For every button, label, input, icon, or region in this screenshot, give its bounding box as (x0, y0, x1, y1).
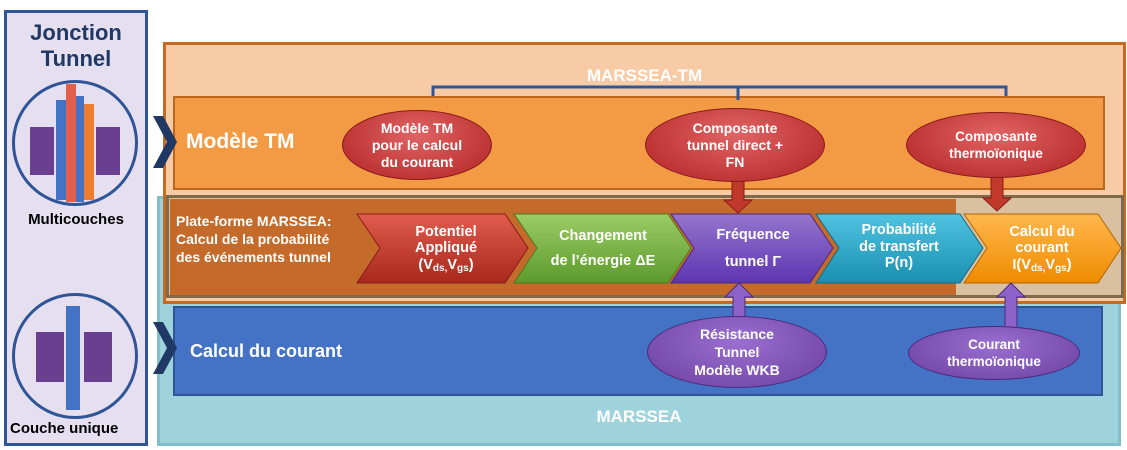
ellipse-courant-thermo: Courant thermoïonique (908, 326, 1080, 380)
formula-part: I(V (1012, 256, 1031, 273)
formula-sub: ds, (1030, 262, 1046, 274)
ellipse-line: Composante (955, 129, 1037, 144)
multilayer-caption: Multicouches (28, 211, 124, 228)
ellipse-line: Modèle TM (380, 119, 454, 136)
single-layer-barrier (66, 306, 80, 410)
ellipse-composante-thermo: Composante thermoïonique (906, 112, 1086, 178)
ellipse-line: Composante (692, 119, 778, 136)
formula-sub: gs (1055, 262, 1067, 274)
chevron-frequence-label: Fréquence tunnel Γ (690, 214, 816, 284)
chevron-line: courant (1015, 240, 1069, 257)
ellipse-line: FN (725, 153, 745, 170)
chevron-energie-label: Changement de l’énergie ΔE (530, 214, 676, 284)
single-electrode-left (36, 332, 64, 382)
chevron-potentiel-label: Potentiel Appliqué (Vds,Vgs) (378, 214, 514, 284)
marssea-tm-label: MARSSEA-TM (586, 66, 703, 85)
ellipse-line: pour le calcul (371, 136, 463, 153)
calcul-courant-label: Calcul du courant (190, 341, 343, 361)
top-connector-line (431, 85, 1008, 100)
ellipse-line: Tunnel (714, 344, 760, 360)
chevron-line: Probabilité (861, 221, 937, 238)
formula-part: (V (418, 256, 433, 273)
ellipse-line: Modèle WKB (694, 362, 780, 378)
ellipse-line: thermoïonique (947, 354, 1041, 369)
chevron-right-icon (153, 116, 177, 168)
arrow-up-icon (723, 282, 1027, 331)
formula-sub: gs (457, 262, 469, 274)
formula-part: V (1045, 256, 1056, 273)
left-title-line2: Tunnel (40, 46, 112, 71)
chevron-probabilite (815, 213, 984, 284)
multilayer-layer-orange (84, 104, 94, 200)
chevron-potentiel (356, 213, 529, 284)
single-layer-caption: Couche unique (10, 420, 119, 437)
formula-part: V (447, 256, 458, 273)
chevron-line: tunnel Γ (724, 254, 782, 270)
chevron-line: Potentiel (415, 223, 477, 240)
ellipse-line: Résistance (700, 326, 774, 342)
chevron-line: Changement (559, 228, 647, 245)
ellipse-resistance-tunnel: Résistance Tunnel Modèle WKB (647, 316, 827, 388)
arrow-down-icon (722, 174, 1013, 214)
chevron-line: de transfert (859, 238, 939, 255)
multilayer-electrode-left (30, 127, 54, 175)
formula-part: ) (1066, 256, 1072, 273)
chevron-calcul-label: Calcul du courant I(Vds,Vgs) (980, 214, 1104, 284)
chevron-formula: (Vds,Vgs) (415, 257, 477, 275)
ellipse-line: tunnel direct + (686, 136, 784, 153)
chevron-formula: I(Vds,Vgs) (1009, 257, 1074, 275)
chevron-line: Appliqué (414, 240, 478, 257)
chevron-frequence (670, 213, 834, 284)
formula-sub: ds, (432, 262, 448, 274)
chevron-energie (513, 213, 692, 284)
chevron-calcul (963, 213, 1122, 284)
multilayer-layer-blue-1 (56, 100, 66, 200)
platform-label: Plate-forme MARSSEA: Calcul de la probab… (176, 212, 332, 266)
chevron-line: Calcul du (1009, 223, 1075, 240)
chevron-line: de l’énergie ΔE (550, 253, 656, 269)
single-electrode-right (84, 332, 112, 382)
chevron-line: P(n) (884, 255, 914, 272)
multilayer-electrode-right (96, 127, 120, 175)
formula-part: ) (468, 256, 474, 273)
platform-label-line: des événements tunnel (176, 249, 331, 265)
multilayer-layer-red (66, 84, 76, 202)
left-title-line1: Jonction (30, 20, 122, 45)
ellipse-modele-tm: Modèle TM pour le calcul du courant (342, 110, 492, 180)
chevron-line: Fréquence (716, 227, 790, 244)
multilayer-layer-blue-2 (76, 96, 84, 202)
ellipse-line: du courant (380, 153, 454, 170)
chevron-probabilite-label: Probabilité de transfert P(n) (832, 212, 966, 282)
modele-tm-label: Modèle TM (186, 130, 295, 153)
marssea-label: MARSSEA (596, 407, 682, 426)
platform-label-line: Calcul de la probabilité (176, 231, 330, 247)
chevron-spacer (716, 244, 789, 254)
platform-label-line: Plate-forme MARSSEA: (176, 213, 332, 229)
ellipse-line: Courant (968, 337, 1020, 352)
ellipse-composante-tunnel: Composante tunnel direct + FN (645, 108, 825, 182)
chevron-right-icon (153, 322, 177, 374)
ellipse-line: thermoïonique (949, 146, 1043, 161)
